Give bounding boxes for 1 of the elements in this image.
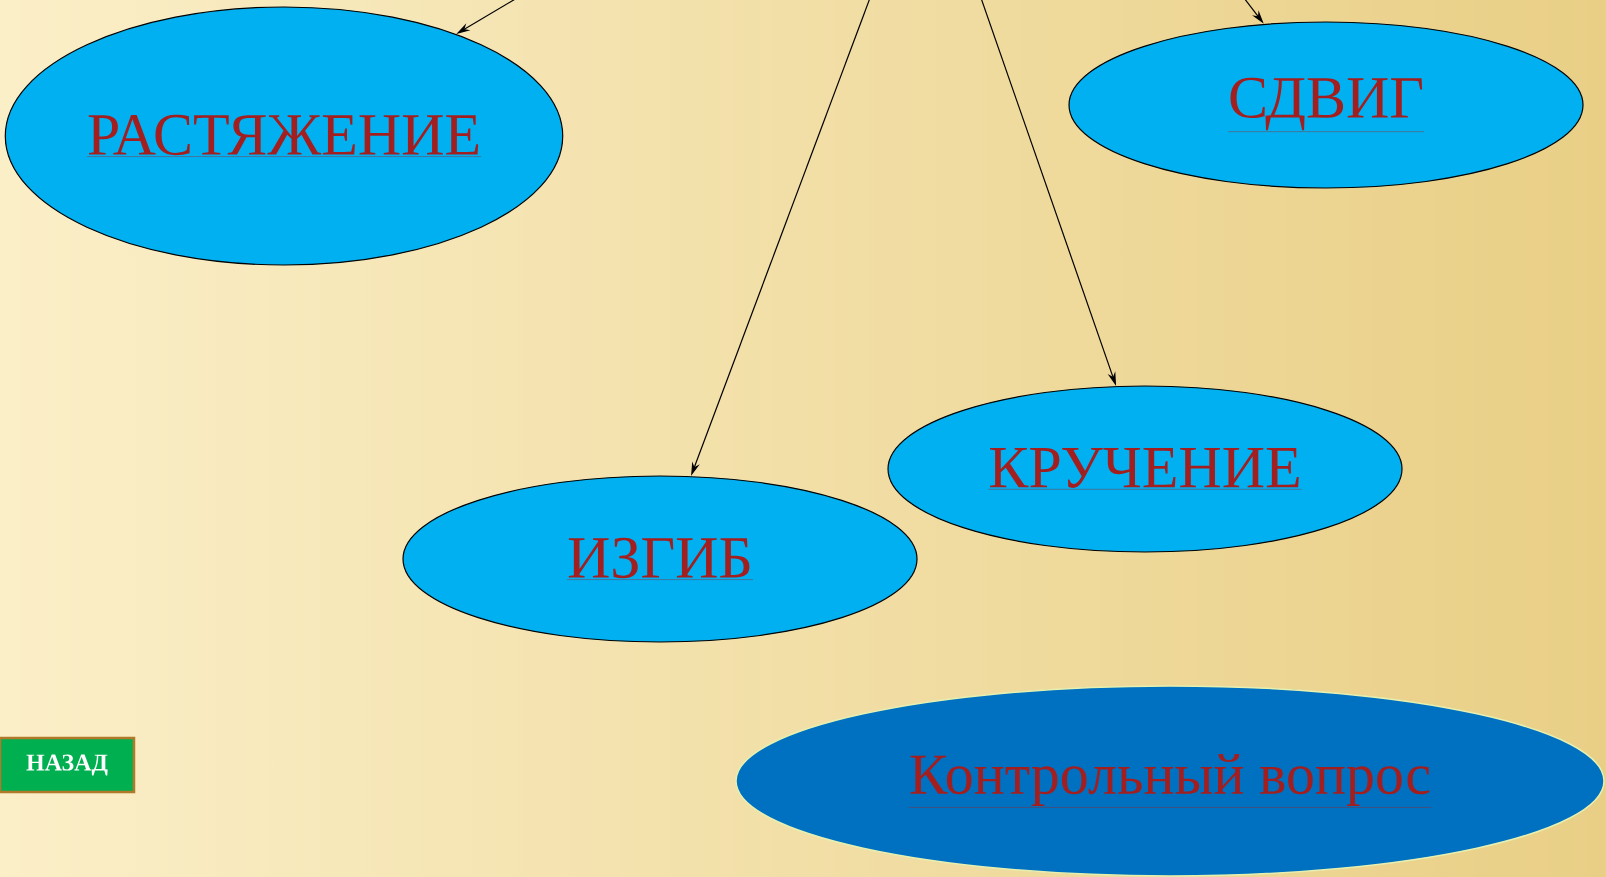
back-button: НАЗАД [0,736,136,794]
